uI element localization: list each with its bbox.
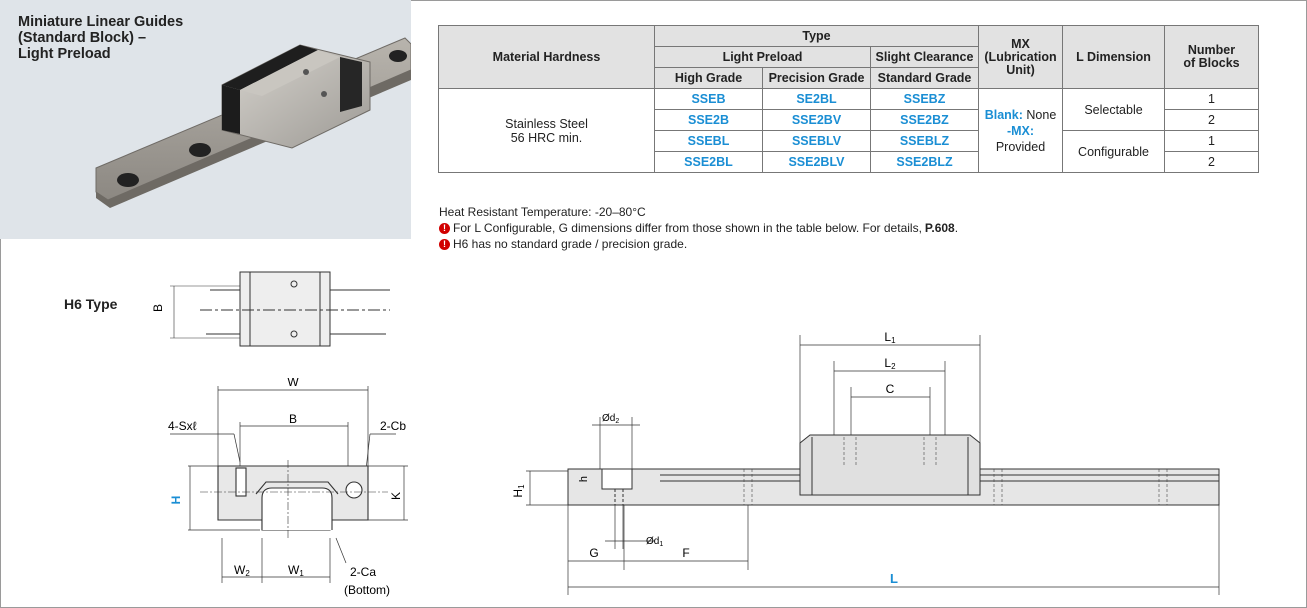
dim-label-b-side: B: [151, 304, 165, 312]
blocks-cell: 2: [1164, 151, 1259, 173]
header-material-hardness: Material Hardness: [438, 25, 655, 89]
part-number-link[interactable]: SSE2BLV: [762, 151, 871, 173]
note-l-configurable: ! For L Configurable, G dimensions diffe…: [439, 220, 958, 236]
table-row: SSEBL SSEBLV SSEBLZ Configurable 1: [439, 130, 1259, 173]
part-number-link[interactable]: SSE2BLZ: [870, 151, 979, 173]
dim-label-h: H: [169, 496, 183, 505]
warning-icon: !: [439, 238, 450, 250]
part-number-link[interactable]: SSE2BV: [762, 109, 871, 131]
blocks-cell: 2: [1164, 109, 1259, 131]
part-number-link[interactable]: SSE2BZ: [870, 109, 979, 131]
header-precision-grade: Precision Grade: [762, 67, 871, 89]
product-photo: [95, 37, 411, 208]
dim-label-k: K: [389, 492, 403, 500]
blocks-cell: 1: [1164, 88, 1259, 110]
part-number-link[interactable]: SE2BL: [762, 88, 871, 110]
note-h6-grade: ! H6 has no standard grade / precision g…: [439, 236, 958, 252]
h6-type-label: H6 Type: [64, 296, 118, 312]
part-number-link[interactable]: SSEB: [654, 88, 763, 110]
part-number-link[interactable]: SSEBZ: [870, 88, 979, 110]
dim-label-d2: Ød2: [602, 413, 619, 425]
notes: Heat Resistant Temperature: -20–80°C ! F…: [439, 204, 958, 252]
h6-top-view-diagram: B: [151, 271, 390, 347]
header-l-dimension: L Dimension: [1062, 25, 1165, 89]
dim-label-ca: 2-Ca: [350, 565, 376, 579]
header-standard-grade: Standard Grade: [870, 67, 979, 89]
header-type: Type: [654, 25, 979, 47]
part-number-link[interactable]: SSE2B: [654, 109, 763, 131]
dim-label-c: C: [886, 382, 895, 396]
table-row: SSE2BL SSE2BLV SSE2BLZ 2: [439, 151, 1259, 173]
mx-cell: Blank: None-MX: Provided: [978, 88, 1063, 173]
header-slight-clearance: Slight Clearance: [870, 46, 979, 68]
dim-label-l2: L2: [884, 356, 896, 371]
dim-label-b: B: [289, 412, 297, 426]
part-number-link[interactable]: SSE2BL: [654, 151, 763, 173]
h6-cross-section-diagram: W B 4-Sxℓ 2-Cb H K W2 W1 2-Ca (Bottom): [168, 378, 408, 597]
warning-icon: !: [439, 222, 450, 234]
blocks-cell: 1: [1164, 130, 1259, 152]
l-configurable-cell: Configurable: [1062, 130, 1165, 173]
page-reference-link[interactable]: P.608: [924, 221, 955, 235]
dim-label-w2: W2: [234, 563, 250, 578]
dim-label-h-small: h: [578, 476, 590, 482]
part-number-link[interactable]: SSEBLV: [762, 130, 871, 152]
side-view-diagram: L1 L2 C Ød2 Ød1 H1 h G F L: [511, 330, 1220, 595]
table-row: SSE2B SSE2BV SSE2BZ 2: [439, 109, 1259, 131]
dim-label-s: 4-Sxℓ: [168, 419, 197, 433]
dim-label-g: G: [589, 546, 598, 560]
product-photo-panel: Miniature Linear Guides (Standard Block)…: [0, 0, 411, 239]
dim-label-l: L: [890, 571, 898, 586]
part-number-link[interactable]: SSEBL: [654, 130, 763, 152]
product-title: Miniature Linear Guides (Standard Block)…: [18, 14, 184, 62]
part-number-link[interactable]: SSEBLZ: [870, 130, 979, 152]
dim-label-w1: W1: [288, 563, 304, 578]
dim-label-l1: L1: [884, 330, 896, 345]
header-high-grade: High Grade: [654, 67, 763, 89]
dim-label-w: W: [287, 378, 299, 389]
dim-label-f: F: [682, 546, 689, 560]
dim-label-bottom: (Bottom): [344, 583, 390, 597]
heat-resistance-note: Heat Resistant Temperature: -20–80°C: [439, 205, 646, 219]
header-light-preload: Light Preload: [654, 46, 871, 68]
l-selectable-cell: Selectable: [1062, 88, 1165, 131]
dim-label-h1: H1: [511, 484, 526, 498]
dim-label-cb: 2-Cb: [380, 419, 406, 433]
dim-label-d1: Ød1: [646, 536, 663, 548]
